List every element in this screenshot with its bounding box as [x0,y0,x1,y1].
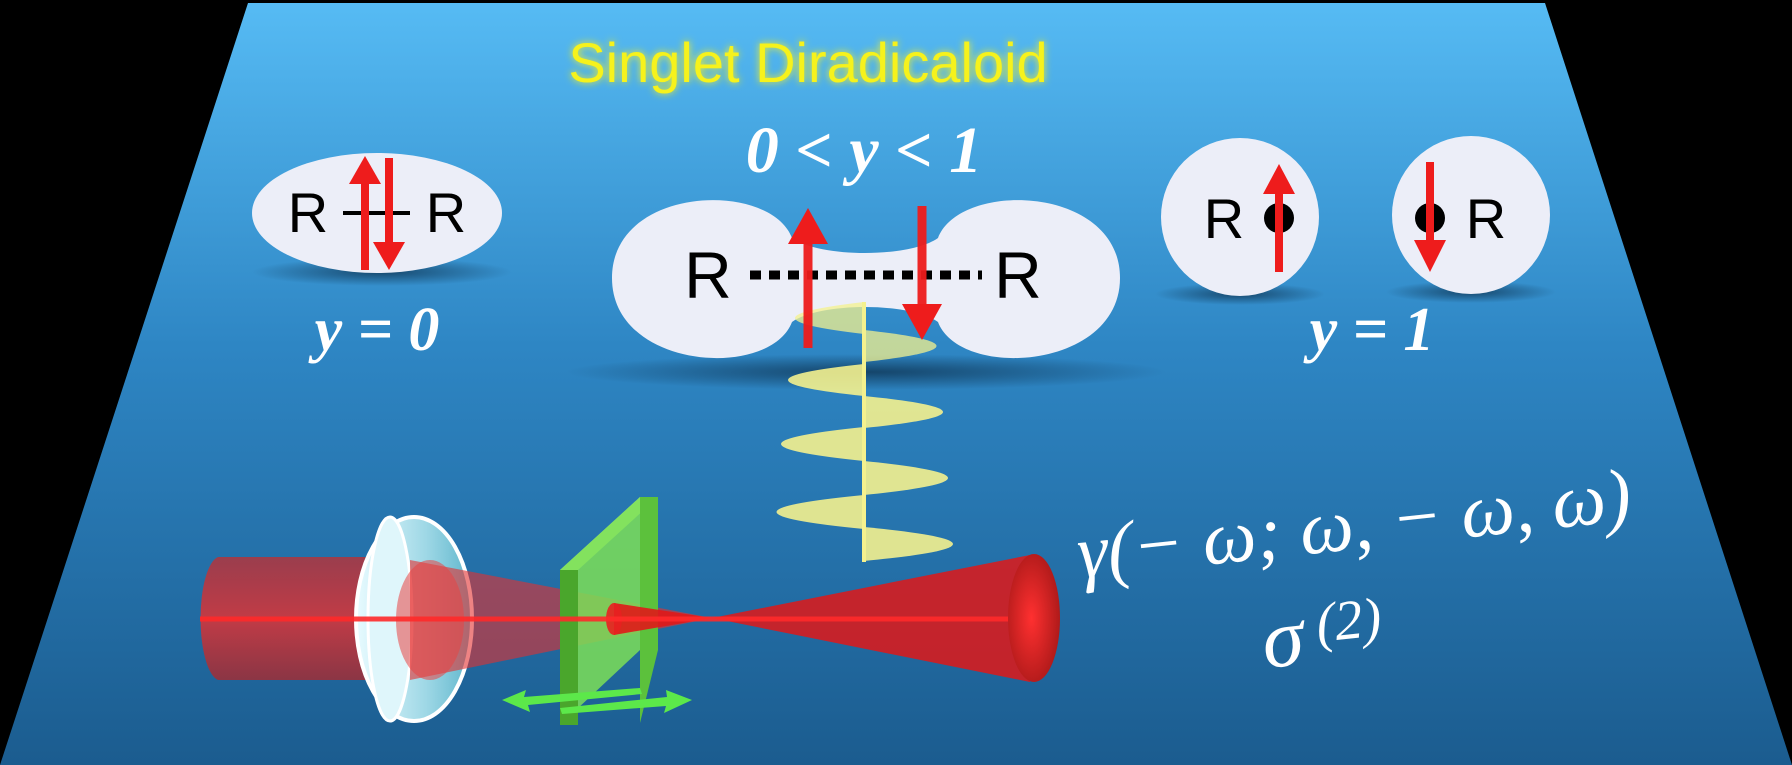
wave-lobe [781,427,864,461]
atom-label-left: R [288,181,328,244]
diradical-left-fragment: R [1155,138,1325,305]
wave-lobe [864,330,937,362]
wave-lobe [788,364,864,396]
double-arrow-icon [502,688,692,714]
arrow-down-icon [373,158,405,270]
arrow-up-icon [349,156,381,270]
atom-label-right: R [994,238,1042,312]
arrow-down-icon [902,206,942,340]
wave-lobe [864,461,948,495]
electric-field-wave [776,302,953,562]
arrow-down-icon [1414,162,1446,272]
arrow-up-icon [788,208,828,348]
atom-label: R [1204,187,1244,250]
middle-condition-label: 0 < y < 1 [746,114,983,187]
left-condition-label: y = 0 [308,296,440,364]
wave-lobe [776,495,864,529]
closed-shell-molecule: R R [252,153,512,286]
filter-plate [560,497,658,725]
atom-label-left: R [684,238,732,312]
wave-axis [862,302,866,562]
diagram-title: Singlet Diradicaloid [568,31,1047,94]
diradical-right-fragment: R [1386,136,1556,303]
atom-label: R [1466,187,1506,250]
atom-label-right: R [426,181,466,244]
beam-end-cap [1008,554,1060,682]
wave-lobe [864,527,953,561]
right-condition-label: y = 1 [1303,296,1435,364]
wave-lobe [864,396,943,428]
sigma-superscript: (2) [1313,586,1384,654]
arrow-up-icon [1263,164,1295,272]
sigma-formula: σ (2) [1257,586,1384,686]
laser-beam [200,497,1060,725]
